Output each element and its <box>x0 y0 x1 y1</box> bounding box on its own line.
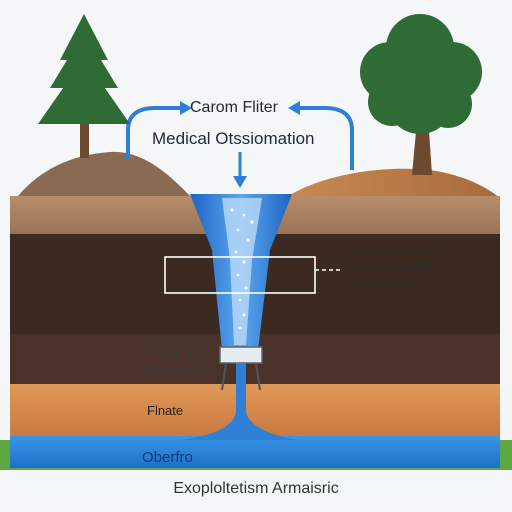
pine-tree-icon <box>38 14 130 158</box>
layer-label: Flnate <box>147 403 184 418</box>
filter-core <box>222 198 262 345</box>
diagram-caption: Exoploltetism Armaisric <box>173 480 339 497</box>
down-arrowhead <box>233 176 247 188</box>
right-arrowhead <box>288 101 300 115</box>
aquifer-label: Oberfro <box>142 449 193 466</box>
subtitle-label: Medical Otssiomation <box>152 129 315 148</box>
right-annotation-line-2: evanenerancd M <box>350 261 432 273</box>
right-cycle-arrow <box>300 106 354 170</box>
filter-leg <box>255 362 261 391</box>
filter-leg <box>221 362 227 391</box>
left-arrowhead <box>180 101 192 115</box>
aquifer-layer <box>10 436 500 468</box>
left-annotation-line-1: Faoarmdl <box>150 346 202 360</box>
left-cycle-arrow <box>126 106 180 160</box>
right-annotation-line-3: aeruntar walls <box>350 277 419 289</box>
oak-tree-icon <box>360 14 482 175</box>
water-outflow <box>180 363 300 440</box>
right-annotation-line-1: Carom Mmlaured <box>350 245 435 257</box>
filter-housing <box>219 346 263 364</box>
left-annotation-line-2: Ethaolvors <box>147 362 205 376</box>
right-soil-mound <box>285 168 500 198</box>
filter-particles <box>230 208 254 330</box>
left-soil-mound <box>18 151 190 196</box>
top-label: Carom Fliter <box>190 99 279 116</box>
layer-bracket <box>164 256 316 294</box>
